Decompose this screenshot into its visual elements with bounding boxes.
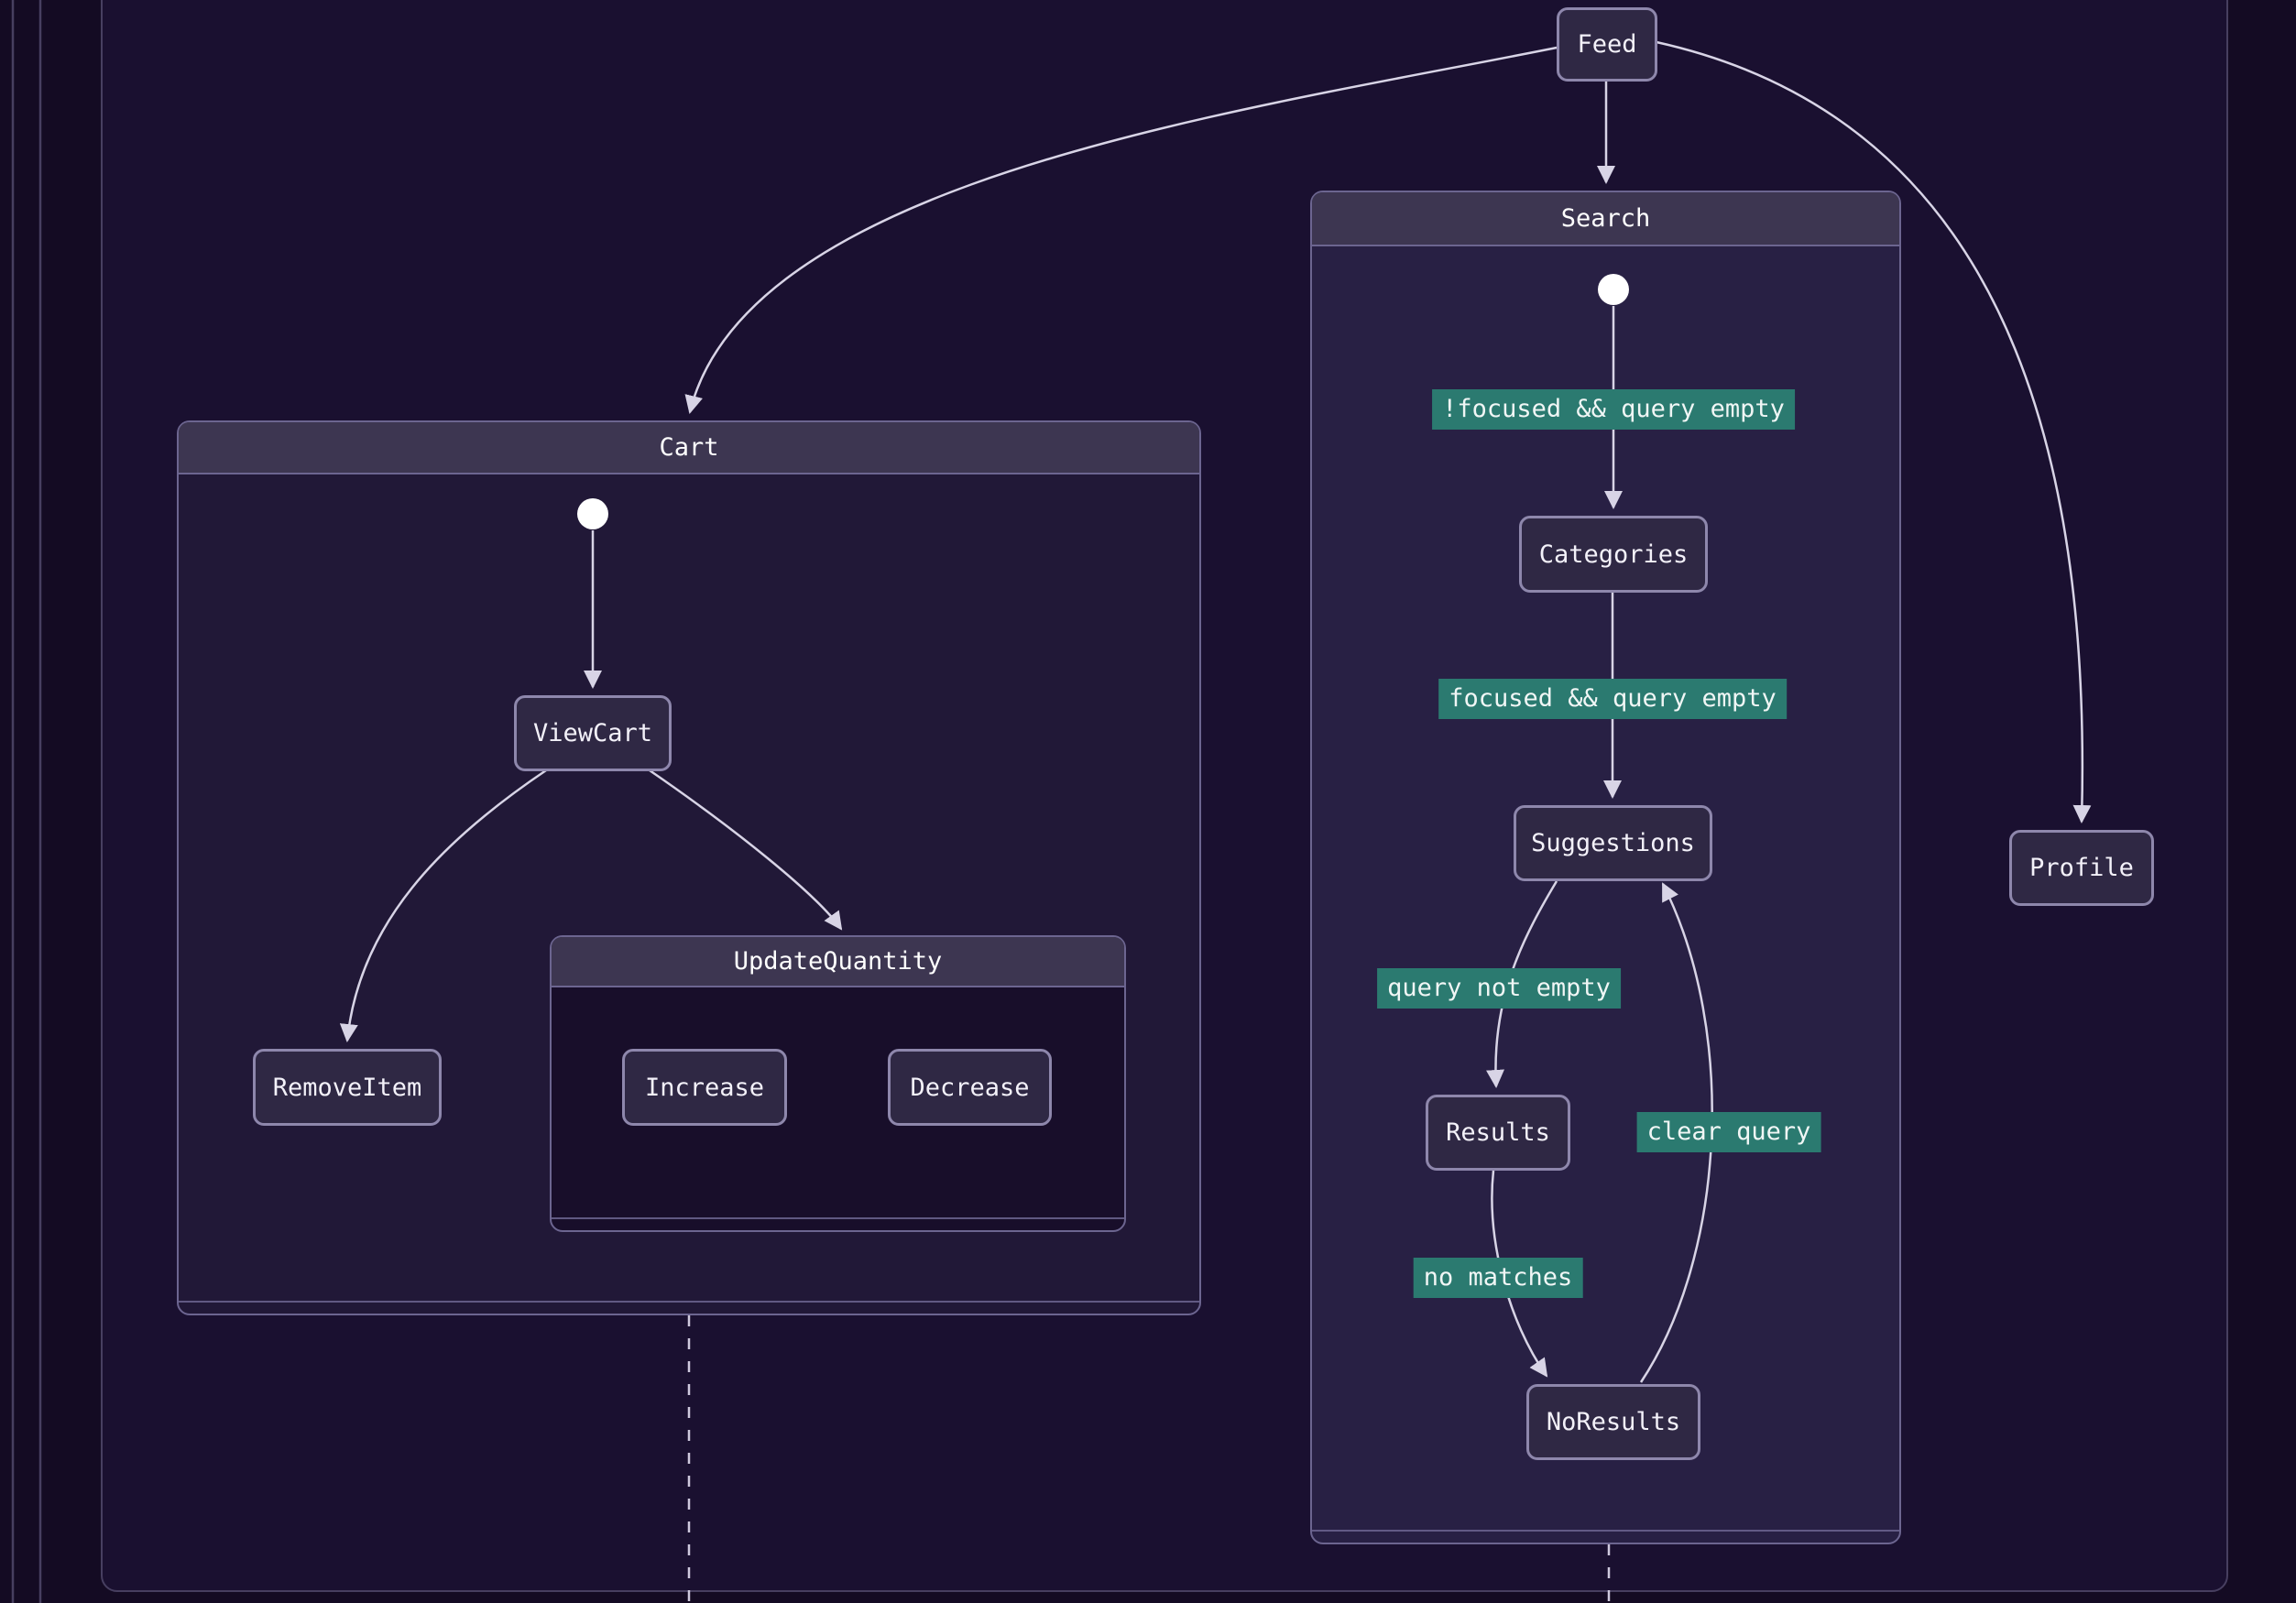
state-removeitem-label: RemoveItem bbox=[272, 1073, 422, 1102]
edge-feed-to-profile bbox=[1656, 40, 2092, 823]
edge-viewcart-to-removeitem bbox=[339, 769, 547, 1042]
transition-label-no-matches[interactable]: no matches bbox=[1413, 1258, 1583, 1298]
state-profile[interactable]: Profile bbox=[2009, 830, 2154, 906]
state-update-quantity-header[interactable]: UpdateQuantity bbox=[552, 937, 1124, 987]
state-suggestions-label: Suggestions bbox=[1531, 829, 1695, 857]
transition-label-query-not-empty[interactable]: query not empty bbox=[1377, 968, 1621, 1009]
state-update-quantity-title: UpdateQuantity bbox=[733, 947, 943, 976]
state-decrease[interactable]: Decrease bbox=[888, 1049, 1052, 1126]
state-noresults[interactable]: NoResults bbox=[1526, 1384, 1700, 1460]
transition-label-focused-query-empty[interactable]: focused && query empty bbox=[1438, 679, 1787, 719]
state-profile-label: Profile bbox=[2029, 854, 2134, 882]
state-increase-label: Increase bbox=[644, 1073, 765, 1102]
state-results[interactable]: Results bbox=[1426, 1095, 1570, 1171]
state-categories[interactable]: Categories bbox=[1519, 516, 1708, 593]
transition-label-clear-query[interactable]: clear query bbox=[1636, 1112, 1821, 1152]
state-increase[interactable]: Increase bbox=[622, 1049, 787, 1126]
initial-state-dot-search bbox=[1598, 274, 1629, 305]
state-search-title: Search bbox=[1560, 204, 1651, 233]
state-viewcart[interactable]: ViewCart bbox=[514, 695, 672, 771]
state-noresults-label: NoResults bbox=[1546, 1408, 1681, 1436]
state-feed[interactable]: Feed bbox=[1557, 7, 1657, 82]
transition-label-not-focused-query-empty[interactable]: !focused && query empty bbox=[1432, 389, 1795, 430]
state-suggestions[interactable]: Suggestions bbox=[1514, 805, 1712, 881]
edge-feed-to-cart bbox=[684, 46, 1558, 414]
state-removeitem[interactable]: RemoveItem bbox=[253, 1049, 442, 1126]
state-results-label: Results bbox=[1446, 1118, 1550, 1147]
state-viewcart-label: ViewCart bbox=[532, 719, 653, 747]
initial-state-dot-cart bbox=[577, 498, 608, 529]
state-categories-label: Categories bbox=[1538, 540, 1689, 569]
state-search-header[interactable]: Search bbox=[1312, 192, 1899, 246]
state-cart-title: Cart bbox=[659, 433, 719, 462]
state-decrease-label: Decrease bbox=[910, 1073, 1030, 1102]
edge-viewcart-to-updatequantity bbox=[649, 769, 843, 931]
state-cart-header[interactable]: Cart bbox=[179, 422, 1199, 474]
state-feed-label: Feed bbox=[1577, 30, 1637, 59]
